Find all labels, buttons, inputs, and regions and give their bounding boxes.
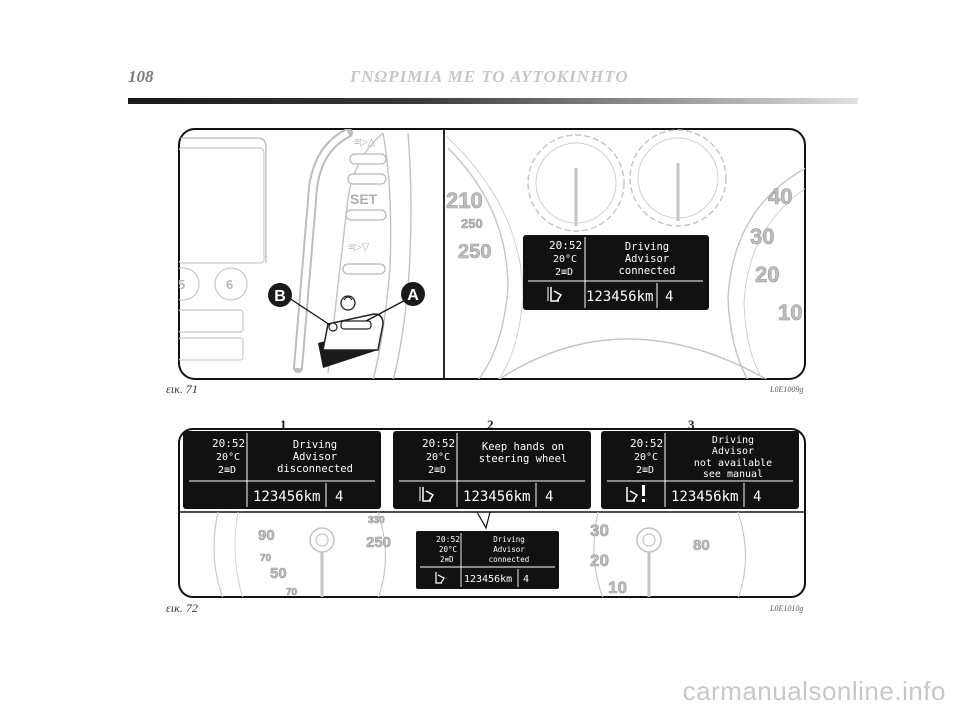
gauge-70: 70 — [286, 587, 298, 598]
lcd-message-line-3: connected — [619, 265, 676, 277]
lcd-temp: 20°C — [553, 254, 577, 265]
lcd-display-disconnected: 20:52 20°C 2≡D Driving Advisor disconnec… — [183, 431, 381, 509]
figure-72-code: L0E1010g — [770, 604, 804, 613]
lcd-message-line-3: not available — [694, 458, 772, 469]
gauge-left-250: 250 — [458, 241, 491, 263]
lcd-display-not-available: 20:52 20°C 2≡D Driving Advisor not avail… — [601, 431, 799, 509]
hands-on-wheel-icon — [435, 572, 445, 584]
lcd-trip: 4 — [335, 489, 343, 505]
gauge-left-250-small: 250 — [461, 216, 483, 231]
lcd-message-line-4: see manual — [703, 469, 763, 480]
figure-71-illustration: ≡▷△ SET ≡▷▽ 5 6 — [178, 128, 806, 380]
page-number: 108 — [128, 67, 154, 86]
lcd-trip: 4 — [665, 289, 673, 305]
lcd-message-line-1: Keep hands on — [482, 441, 564, 453]
lcd-temp: 20°C — [634, 452, 658, 463]
lcd-time: 20:52 — [630, 437, 663, 450]
lcd-time: 20:52 — [212, 437, 245, 450]
lcd-message-line-1: Driving — [493, 535, 525, 544]
page-header-title: ΓΝΩΡΙΜΙΑ ΜΕ ΤΟ ΑΥΤΟΚΙΝΗΤΟ — [350, 67, 629, 86]
gauge-50: 50 — [270, 565, 287, 582]
figure-71-label: εικ. 71 — [166, 382, 198, 396]
hands-on-wheel-icon — [419, 487, 435, 502]
lcd-time: 20:52 — [436, 535, 460, 544]
hands-on-wheel-icon — [340, 295, 356, 311]
lcd-display-keep-hands: 20:52 20°C 2≡D Keep hands on steering wh… — [393, 431, 591, 509]
lcd-gear: 2≡D — [636, 465, 654, 476]
svg-text:≡▷△: ≡▷△ — [354, 137, 376, 148]
gauge-330: 330 — [368, 515, 385, 526]
steering-stalk-illustration: ≡▷△ SET ≡▷▽ 5 6 — [178, 129, 425, 379]
gauge-right-20: 20 — [755, 262, 779, 287]
callout-a: A — [407, 287, 419, 304]
hands-on-wheel-icon — [547, 287, 563, 302]
figure-72: 20:52 20°C 2≡D Driving Advisor disconnec… — [178, 428, 806, 598]
instrument-cluster-lower: 90 70 50 70 330 250 30 20 10 80 — [213, 511, 747, 598]
gauge-70-small: 70 — [260, 553, 272, 564]
lcd-message-line-1: Driving — [293, 439, 337, 451]
lcd-message-line-2: Advisor — [493, 545, 525, 554]
callout-b: B — [274, 288, 286, 305]
lcd-message-line-3: connected — [489, 555, 530, 564]
instrument-cluster-illustration: 210 250 250 40 30 20 10 — [445, 129, 805, 379]
gauge-right-40: 40 — [768, 184, 792, 209]
gauge-30: 30 — [590, 521, 609, 540]
lcd-gear: 2≡D — [218, 465, 236, 476]
lcd-trip: 4 — [753, 489, 761, 505]
gauge-right-30: 30 — [750, 224, 774, 249]
lcd-time: 20:52 — [422, 437, 455, 450]
figure-71-code: L0E1009g — [770, 385, 804, 394]
lcd-time: 20:52 — [549, 239, 582, 252]
lcd-odometer: 123456km — [586, 289, 653, 305]
column-label-3: 3 — [688, 417, 695, 432]
lcd-message-line-1: Driving — [712, 435, 754, 446]
set-label: SET — [350, 191, 378, 207]
lcd-message-line-2: Advisor — [293, 451, 337, 463]
gauge-80: 80 — [693, 537, 710, 554]
lcd-message-line-1: Driving — [625, 241, 669, 253]
gauge-10: 10 — [608, 578, 627, 597]
lcd-odometer: 123456km — [463, 489, 530, 505]
figure-72-label: εικ. 72 — [166, 601, 198, 615]
gauge-90: 90 — [258, 527, 275, 544]
svg-text:≡▷▽: ≡▷▽ — [348, 242, 370, 253]
figure-71: ≡▷△ SET ≡▷▽ 5 6 — [178, 128, 806, 380]
watermark: carmanualsonline.info — [682, 676, 946, 706]
lcd-temp: 20°C — [439, 545, 457, 554]
lcd-odometer: 123456km — [253, 489, 320, 505]
lcd-display-connected: 20:52 20°C 2≡D Driving Advisor connected… — [523, 235, 709, 310]
gauge-250: 250 — [366, 534, 391, 551]
lcd-display-cluster-connected: 20:52 20°C 2≡D Driving Advisor connected… — [416, 531, 559, 589]
gauge-20: 20 — [590, 551, 609, 570]
lcd-odometer: 123456km — [464, 574, 512, 585]
lcd-gear: 2≡D — [555, 267, 573, 278]
left-number-5: 5 — [178, 277, 185, 292]
column-label-1: 1 — [280, 417, 287, 432]
lcd-message-line-2: Advisor — [712, 446, 754, 457]
lcd-message-line-2: Advisor — [625, 253, 669, 265]
hands-on-wheel-warning-icon — [626, 485, 645, 502]
lcd-gear: 2≡D — [428, 465, 446, 476]
lcd-message-line-3: disconnected — [277, 463, 353, 475]
lcd-trip: 4 — [545, 489, 553, 505]
lcd-odometer: 123456km — [671, 489, 738, 505]
lcd-trip: 4 — [523, 574, 529, 585]
lcd-temp: 20°C — [216, 452, 240, 463]
gauge-right-10: 10 — [778, 300, 802, 325]
lcd-gear: 2≡D — [440, 555, 454, 564]
column-label-2: 2 — [487, 417, 494, 432]
header-rule — [128, 98, 858, 104]
figure-72-illustration: 20:52 20°C 2≡D Driving Advisor disconnec… — [178, 428, 806, 598]
left-number-6: 6 — [226, 277, 233, 292]
lcd-temp: 20°C — [426, 452, 450, 463]
gauge-left-210: 210 — [446, 188, 483, 213]
lcd-message-line-2: steering wheel — [479, 453, 568, 465]
